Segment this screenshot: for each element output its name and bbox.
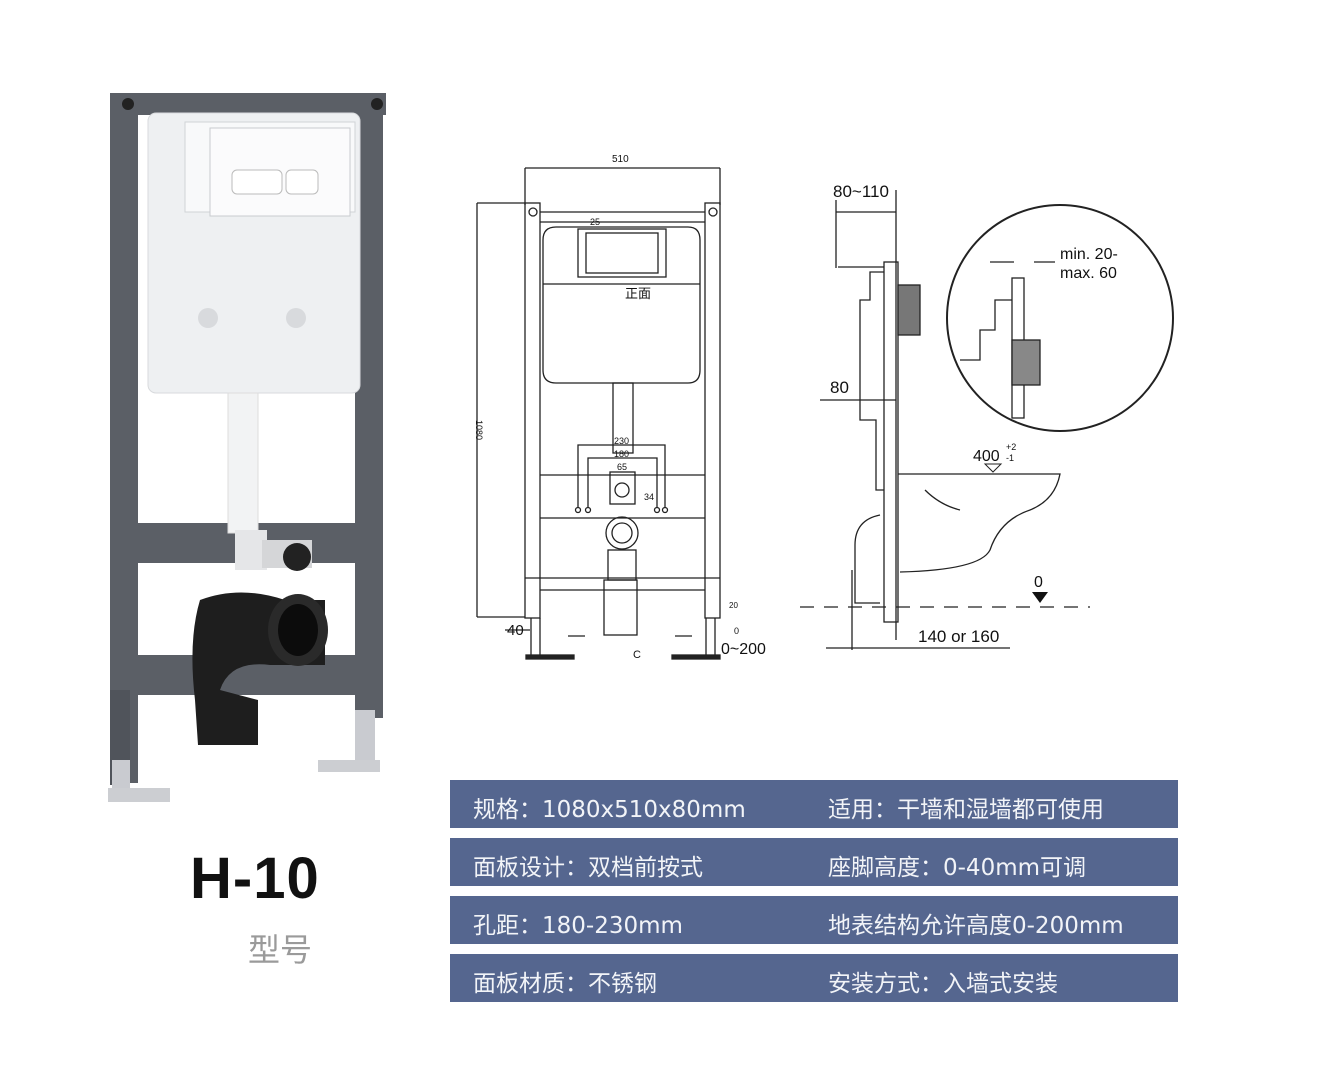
top-offset-label: 25 (590, 217, 600, 227)
outlet-label: 140 or 160 (918, 627, 999, 646)
wall-min-label: min. 20- (1060, 246, 1118, 263)
front-view-labels: 510 1080 25 正面 230 180 65 34 40 20 0 0~2… (474, 154, 766, 661)
foot-20-label: 20 (729, 601, 738, 610)
floor-range-label: 0~200 (721, 641, 766, 658)
height-label: 1080 (474, 420, 484, 440)
spec-row: 规格：1080x510x80mm 适用：干墙和湿墙都可使用 (450, 780, 1178, 828)
side-view-drawing (800, 190, 1174, 650)
spec-row: 孔距：180-230mm 地表结构允许高度0-200mm (450, 896, 1178, 944)
face-label: 正面 (625, 286, 651, 301)
seat-height-label: 400 (973, 448, 1000, 465)
spec-right: 地表结构允许高度0-200mm (828, 913, 1124, 939)
model-number: H-10 (190, 846, 320, 911)
spec-left: 规格：1080x510x80mm (473, 797, 746, 823)
depth-range-label: 80~110 (833, 182, 889, 201)
foot-40-label: 40 (507, 622, 524, 639)
offset-34: 34 (644, 492, 654, 502)
model-label: 型号 (248, 931, 313, 969)
spacing-180: 180 (614, 449, 629, 459)
floor-0-label: 0 (734, 626, 739, 636)
floor-0-label: 0 (1034, 574, 1043, 591)
spec-left: 孔距：180-230mm (473, 913, 683, 939)
spec-right: 适用：干墙和湿墙都可使用 (828, 797, 1104, 823)
product-photo (108, 93, 386, 802)
seat-tol-plus: +2 (1006, 442, 1016, 452)
spacing-230: 230 (614, 436, 629, 446)
spec-right: 安装方式：入墙式安装 (828, 971, 1058, 997)
section-label: C (633, 649, 641, 661)
side-view-labels: 80~110 80 min. 20- max. 60 400 +2 -1 0 1… (830, 182, 1118, 646)
seat-tol-minus: -1 (1006, 453, 1014, 463)
width-label: 510 (612, 154, 629, 165)
spacing-65: 65 (617, 462, 627, 472)
spec-left: 面板设计：双档前按式 (473, 855, 703, 881)
wall-max-label: max. 60 (1060, 265, 1117, 282)
front-view-drawing (476, 167, 721, 660)
spec-left: 面板材质：不锈钢 (473, 971, 657, 997)
spec-row: 面板设计：双档前按式 座脚高度：0-40mm可调 (450, 838, 1178, 886)
spec-right: 座脚高度：0-40mm可调 (828, 855, 1087, 881)
depth-80-label: 80 (830, 378, 849, 397)
spec-row: 面板材质：不锈钢 安装方式：入墙式安装 (450, 954, 1178, 1002)
